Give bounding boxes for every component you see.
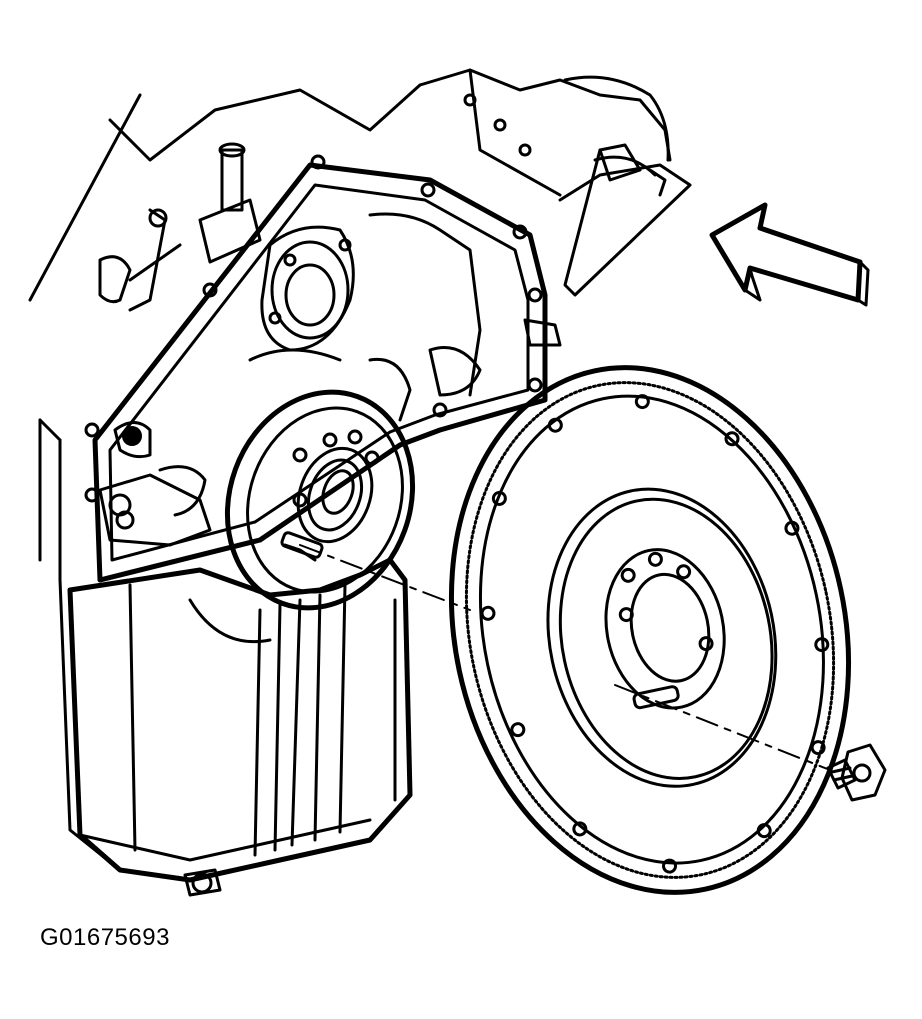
seal-icon: [224, 389, 416, 611]
arrow-left-icon: [709, 202, 870, 307]
flywheel-icon: [448, 365, 852, 895]
engine-block-icon: [28, 68, 672, 897]
figure-id-caption: G01675693: [40, 924, 170, 951]
bolt-icon: [826, 743, 887, 802]
